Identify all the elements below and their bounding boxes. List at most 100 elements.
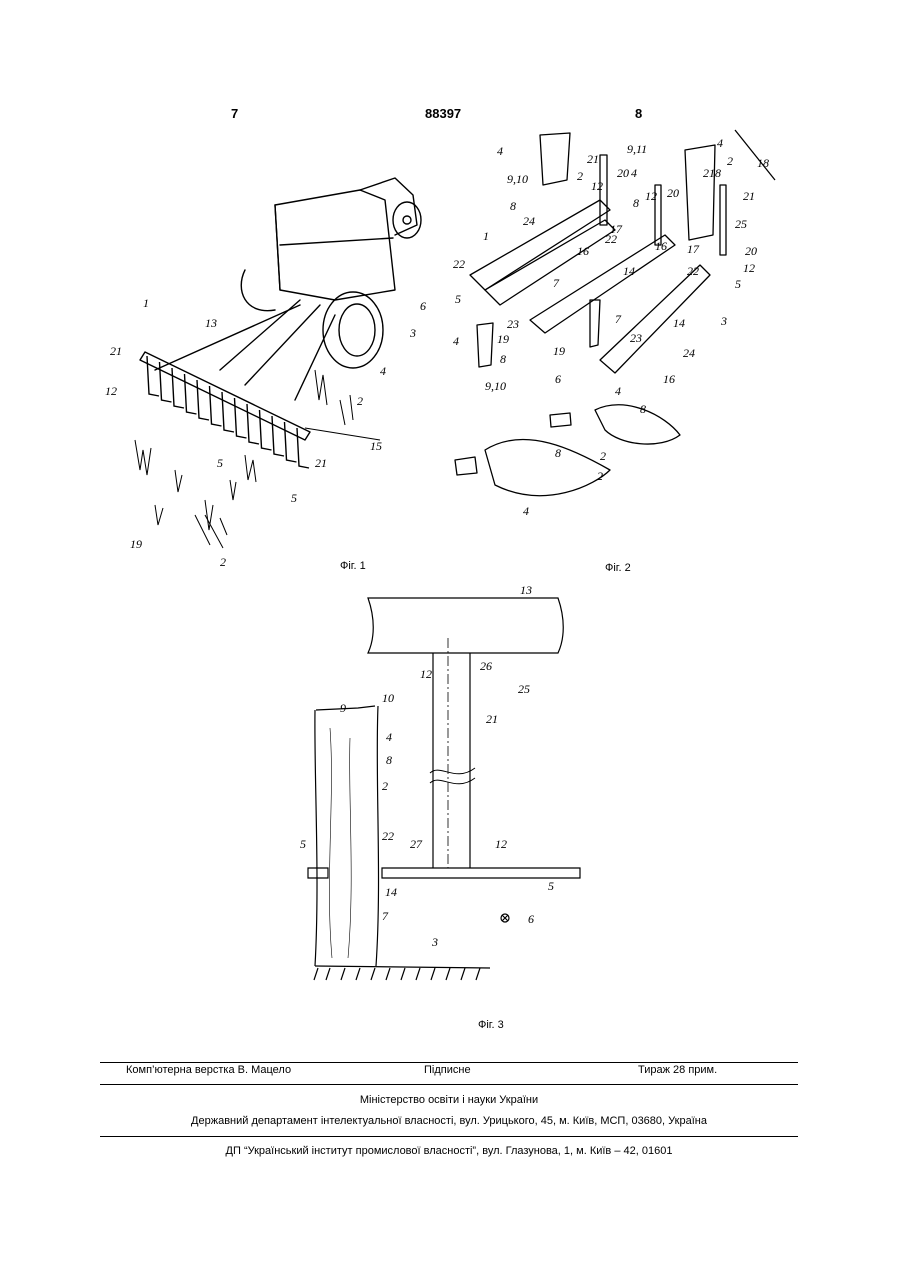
fig2-label-23b: 23 bbox=[630, 331, 642, 345]
fig1-label-6: 6 bbox=[420, 299, 426, 313]
harrow-tine bbox=[197, 380, 209, 420]
fig3-label-13: 13 bbox=[520, 583, 532, 597]
fig3-label-12: 12 bbox=[420, 667, 432, 681]
signed-note: Підписне bbox=[424, 1064, 471, 1076]
harrow-tine bbox=[285, 422, 297, 462]
fig3-label-4: 4 bbox=[386, 730, 392, 744]
fig3-label-6: 6 bbox=[528, 912, 534, 926]
fig2-label-4e: 4 bbox=[615, 384, 621, 398]
fig2-label-9-11: 9,11 bbox=[627, 142, 647, 156]
fig2-label-12b: 12 bbox=[645, 189, 657, 203]
fig3-label-5b: 5 bbox=[548, 879, 554, 893]
harrow-tine bbox=[235, 398, 247, 438]
fig1-label-15: 15 bbox=[370, 439, 382, 453]
fig2-label-4f: 4 bbox=[523, 504, 529, 518]
fig2-label-7b: 7 bbox=[615, 312, 622, 326]
fig3-label-25: 25 bbox=[518, 682, 530, 696]
fig2-label-8f: 8 bbox=[555, 446, 561, 460]
fig1-label-5a: 5 bbox=[217, 456, 223, 470]
fig2-label-1: 1 bbox=[483, 229, 489, 243]
footer-rule-top bbox=[100, 1062, 798, 1063]
fig2-label-8c: 8 bbox=[715, 166, 721, 180]
fig2-label-23: 23 bbox=[507, 317, 519, 331]
fig2-label-16b: 16 bbox=[655, 239, 667, 253]
fig2-label-24: 24 bbox=[523, 214, 535, 228]
fig1-label-3: 3 bbox=[409, 326, 416, 340]
fig2-label-21c: 21 bbox=[703, 166, 715, 180]
fig2-label-18: 18 bbox=[757, 156, 769, 170]
figure-2-labels: 4 9,10 8 2 21 9,11 20 4 12 8 4 2 21 8 18… bbox=[453, 136, 769, 518]
harrow-tine bbox=[185, 374, 197, 414]
department-address: Державний департамент інтелектуальної вл… bbox=[100, 1115, 798, 1127]
fig2-label-7: 7 bbox=[553, 276, 560, 290]
fig1-label-19: 19 bbox=[130, 537, 142, 551]
fig1-label-13: 13 bbox=[205, 316, 217, 330]
harrow-tine bbox=[247, 404, 259, 444]
fig1-label-21b: 21 bbox=[315, 456, 327, 470]
harrow-tine bbox=[222, 392, 234, 432]
fig2-label-22: 22 bbox=[453, 257, 465, 271]
figure-1-drawing: 1 13 21 12 5 21 5 15 2 4 3 6 19 2 bbox=[95, 170, 435, 570]
fig2-label-22b: 22 bbox=[605, 232, 617, 246]
figure-2-drawing: 4 9,10 8 2 21 9,11 20 4 12 8 4 2 21 8 18… bbox=[445, 125, 790, 545]
fig2-label-4: 4 bbox=[497, 144, 503, 158]
ministry-name: Міністерство освіти і науки України bbox=[100, 1094, 798, 1106]
fig2-label-19b: 19 bbox=[553, 344, 565, 358]
fig2-label-2: 2 bbox=[577, 169, 583, 183]
fig3-label-27: 27 bbox=[410, 837, 423, 851]
fig2-label-22c: 22 bbox=[687, 264, 699, 278]
fig2-label-9-10b: 9,10 bbox=[485, 379, 506, 393]
fig2-label-16: 16 bbox=[577, 244, 589, 258]
fig2-label-3: 3 bbox=[720, 314, 727, 328]
figure-2-caption: Фіг. 2 bbox=[605, 562, 631, 574]
fig3-label-3: 3 bbox=[431, 935, 438, 949]
fig2-label-20b: 20 bbox=[667, 186, 679, 200]
patent-number: 88397 bbox=[425, 106, 461, 121]
footer-rule-middle bbox=[100, 1084, 798, 1085]
fig1-label-2: 2 bbox=[357, 394, 363, 408]
fig1-label-21: 21 bbox=[110, 344, 122, 358]
fig3-label-9: 9 bbox=[340, 701, 346, 715]
fig2-label-4d: 4 bbox=[453, 334, 459, 348]
fig2-label-4b: 4 bbox=[631, 166, 637, 180]
fig3-label-26: 26 bbox=[480, 659, 492, 673]
harrow-tine bbox=[272, 416, 284, 456]
harrow-tine bbox=[160, 362, 172, 402]
fig2-label-9-10: 9,10 bbox=[507, 172, 528, 186]
fig2-label-25: 25 bbox=[735, 217, 747, 231]
fig2-label-17b: 17 bbox=[687, 242, 700, 256]
harrow-tine bbox=[172, 368, 184, 408]
fig2-label-4c: 4 bbox=[717, 136, 723, 150]
fig2-label-8b: 8 bbox=[633, 196, 639, 210]
fig2-label-14: 14 bbox=[623, 264, 635, 278]
fig3-label-12b: 12 bbox=[495, 837, 507, 851]
fig2-label-8: 8 bbox=[510, 199, 516, 213]
fig1-label-5b: 5 bbox=[291, 491, 297, 505]
fig3-label-22: 22 bbox=[382, 829, 394, 843]
fig3-label-21: 21 bbox=[486, 712, 498, 726]
harrow-tine bbox=[297, 428, 309, 468]
fig3-label-10: 10 bbox=[382, 691, 394, 705]
fig2-label-14b: 14 bbox=[673, 316, 685, 330]
harrow-tine bbox=[260, 410, 272, 450]
fig2-label-2c: 2 bbox=[600, 449, 606, 463]
footer-rule-bottom bbox=[100, 1136, 798, 1137]
fig2-label-5: 5 bbox=[455, 292, 461, 306]
fig2-label-20: 20 bbox=[617, 166, 629, 180]
fig2-label-6: 6 bbox=[555, 372, 561, 386]
fig2-label-12c: 12 bbox=[743, 261, 755, 275]
fig1-label-1: 1 bbox=[143, 296, 149, 310]
print-run: Тираж 28 прим. bbox=[638, 1064, 717, 1076]
page-number-right: 8 bbox=[635, 106, 642, 121]
fig2-label-21d: 21 bbox=[743, 189, 755, 203]
fig3-label-8: 8 bbox=[386, 753, 392, 767]
fig1-label-2b: 2 bbox=[220, 555, 226, 569]
fig2-label-5b: 5 bbox=[735, 277, 741, 291]
fig1-label-12: 12 bbox=[105, 384, 117, 398]
fig2-label-19: 19 bbox=[497, 332, 509, 346]
figure-3-caption: Фіг. 3 bbox=[478, 1019, 504, 1031]
figure-1-labels: 1 13 21 12 5 21 5 15 2 4 3 6 19 2 bbox=[105, 296, 426, 569]
fig2-label-12: 12 bbox=[591, 179, 603, 193]
layout-credit: Комп’ютерна верстка В. Мацело bbox=[126, 1064, 291, 1076]
figure-1-caption: Фіг. 1 bbox=[340, 560, 366, 572]
